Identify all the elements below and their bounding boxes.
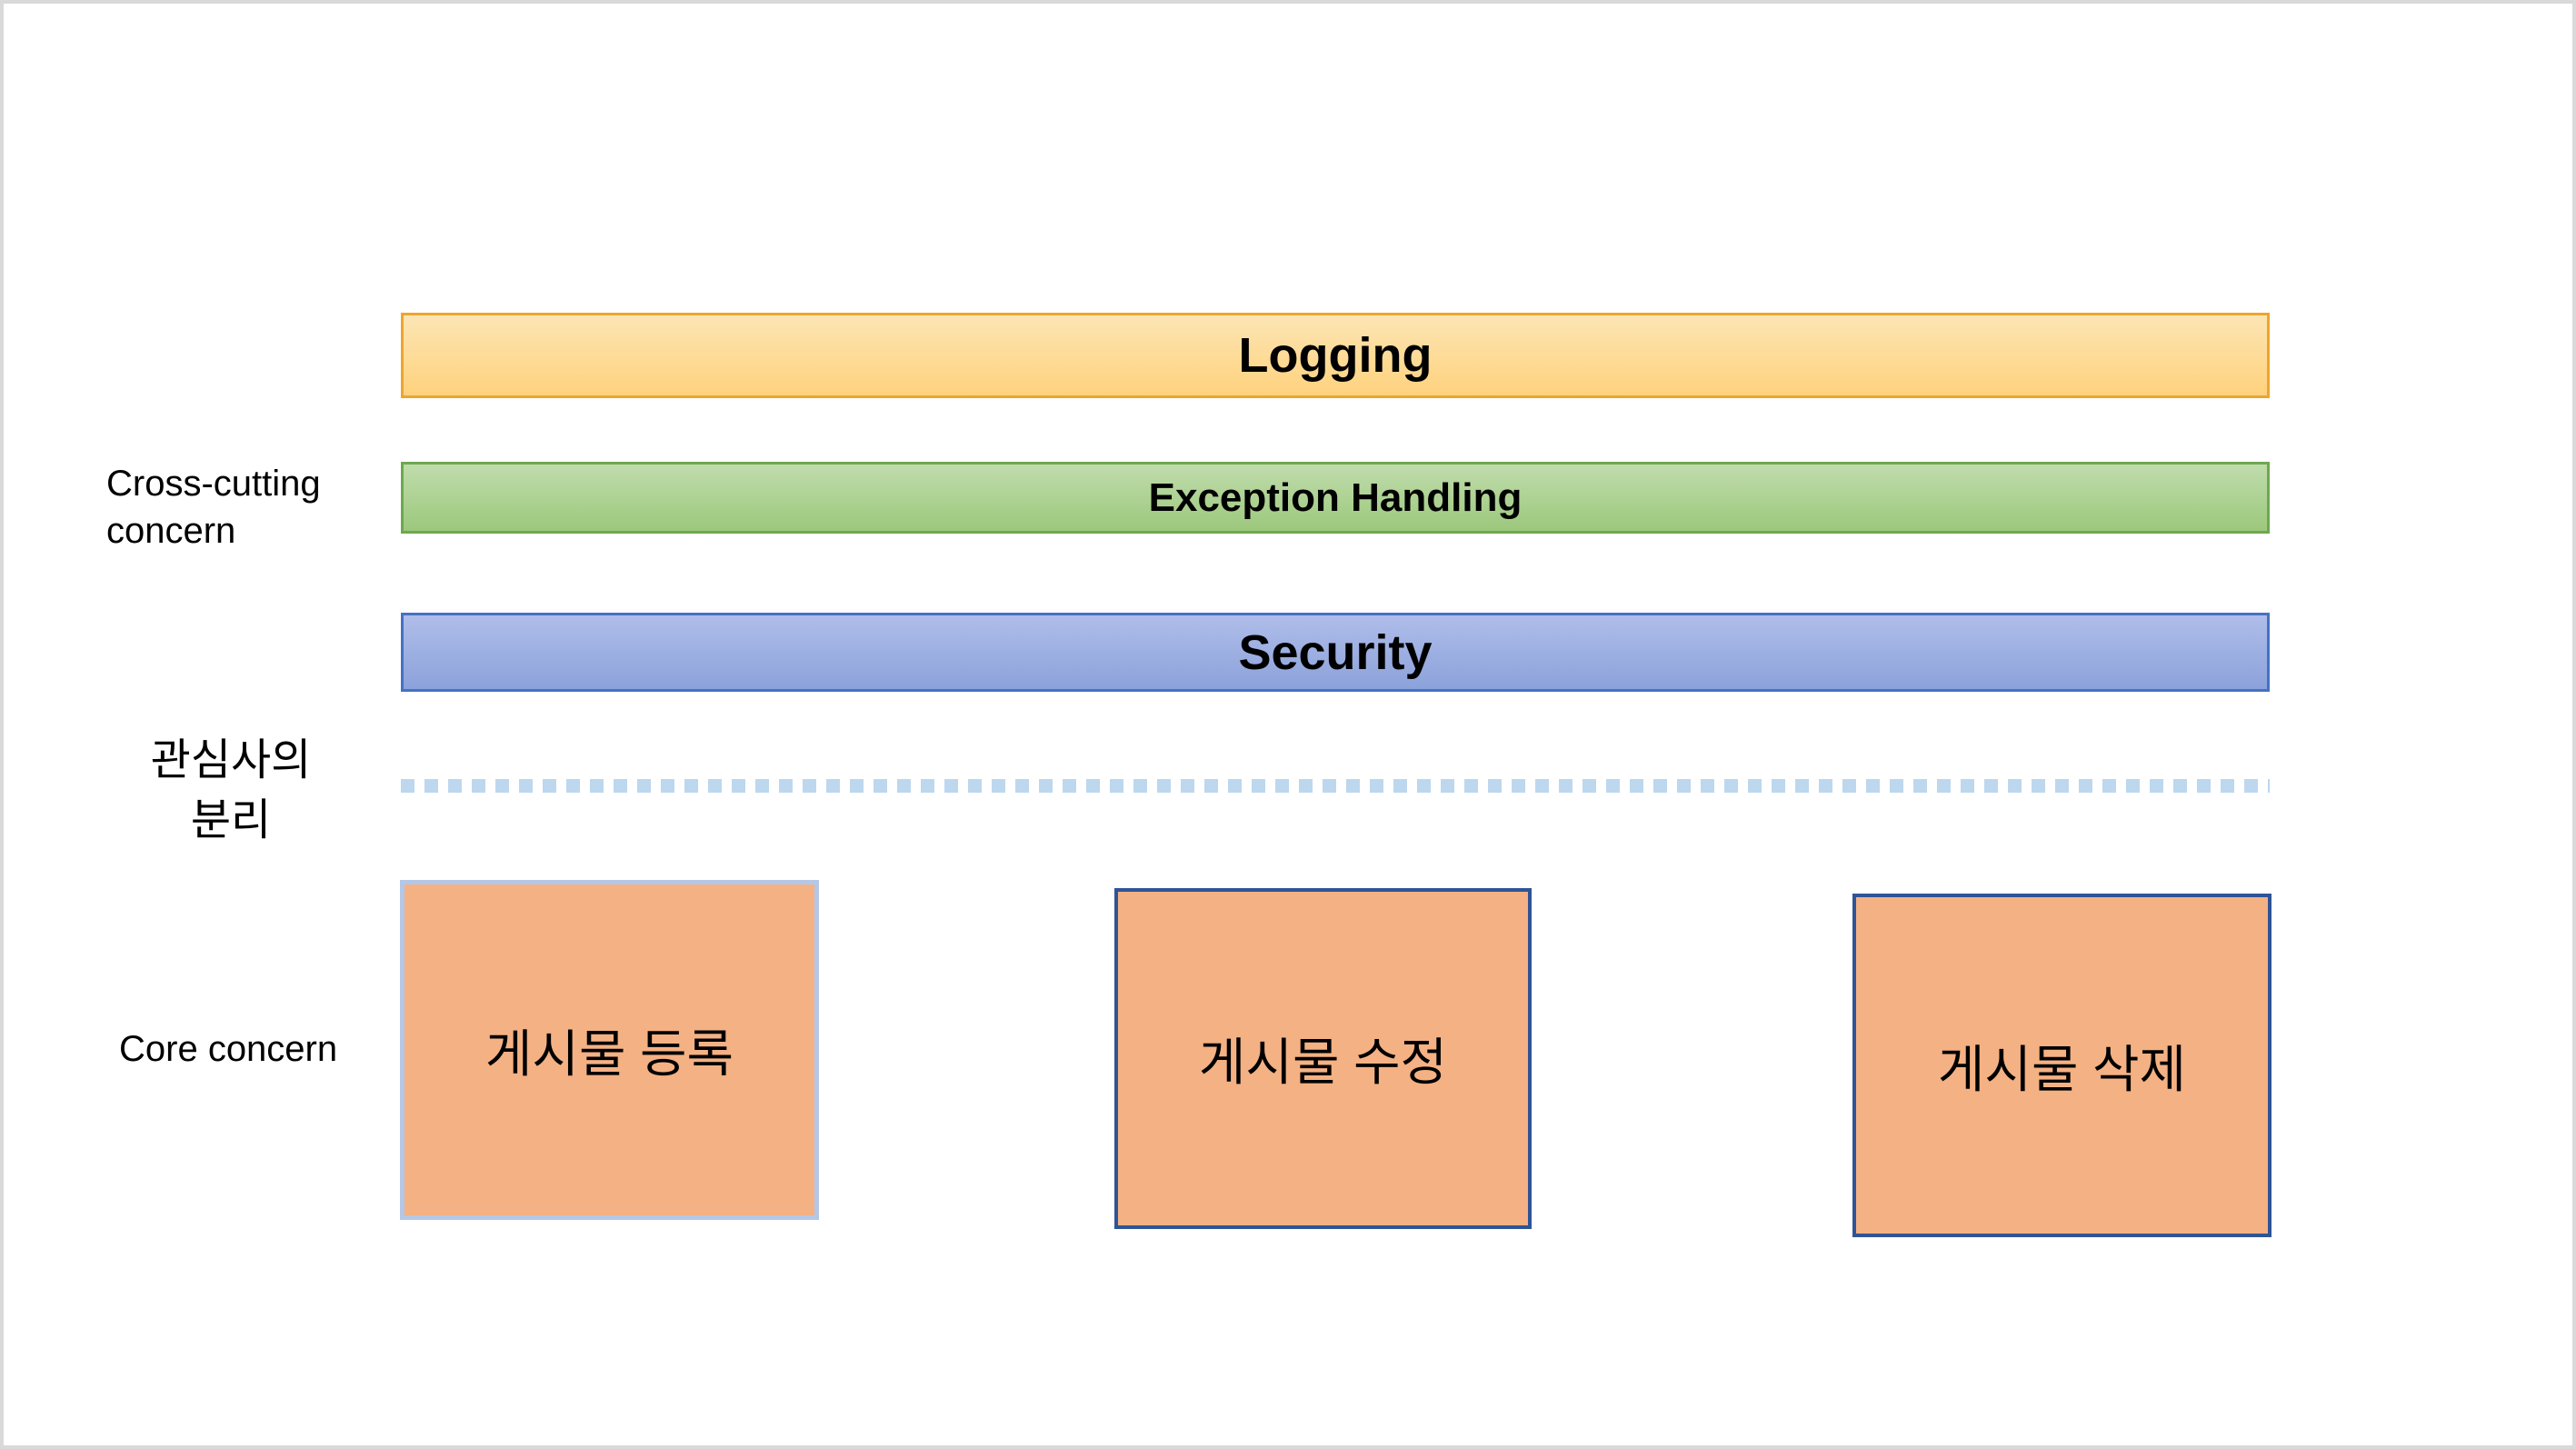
core-box-post-delete-label: 게시물 삭제	[1937, 1040, 2187, 1098]
cross-cutting-concern-label: Cross-cutting concern	[106, 464, 321, 551]
core-concern-label: Core concern	[119, 1029, 338, 1069]
core-box-post-delete: 게시물 삭제	[1852, 894, 2271, 1237]
core-box-post-update-label: 게시물 수정	[1198, 1034, 1448, 1091]
logging-bar-label: Logging	[1238, 328, 1433, 383]
core-box-post-create: 게시물 등록	[400, 880, 819, 1220]
core-box-post-create-label: 게시물 등록	[484, 1024, 734, 1083]
security-bar-label: Security	[1238, 625, 1433, 680]
logging-bar: Logging	[401, 313, 2270, 398]
separation-of-concerns-label: 관심사의 분리	[150, 736, 312, 844]
separation-dotted-line	[401, 779, 2270, 793]
security-bar: Security	[401, 613, 2270, 692]
exception-handling-bar-label: Exception Handling	[1148, 475, 1523, 520]
core-box-post-update: 게시물 수정	[1114, 888, 1532, 1229]
exception-handling-bar: Exception Handling	[401, 462, 2270, 534]
